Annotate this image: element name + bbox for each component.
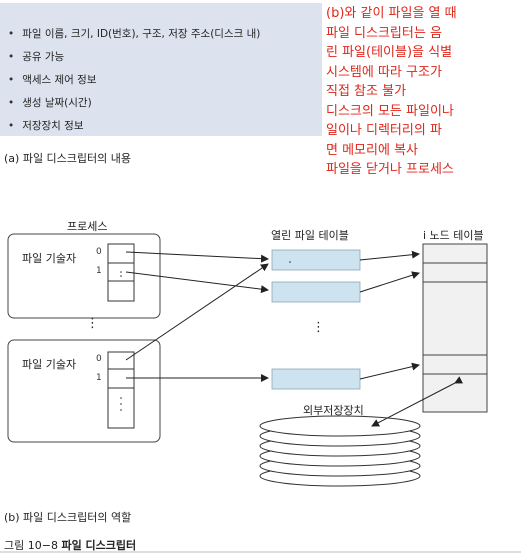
- note-line: (b)와 같이 파일을 열 때: [326, 6, 457, 21]
- list-item: 파일 이름, 크기, ID(번호), 구조, 저장 주소(디스크 내): [8, 23, 260, 46]
- ellipsis-processes: ⋮: [86, 316, 99, 331]
- list-item: 저장장치 정보: [8, 115, 260, 138]
- contents-list: 파일 이름, 크기, ID(번호), 구조, 저장 주소(디스크 내) 공유 가…: [8, 23, 260, 138]
- note-line: 파일을 닫거나 프로세스: [326, 162, 454, 177]
- open-file-table-label: 열린 파일 테이블: [271, 229, 349, 242]
- process-label: 프로세스: [67, 220, 108, 233]
- open-file-entry-3: [271, 368, 361, 390]
- caption-b: (b) 파일 디스크립터의 역할: [4, 511, 132, 524]
- process-box-1: [7, 233, 161, 319]
- arrows-descriptor-to-open-file: [125, 251, 269, 382]
- note-line: 일이나 디렉터리의 파: [326, 123, 442, 138]
- figure-title: 그림 10−8 파일 디스크립터: [4, 537, 136, 553]
- descriptor-label-2: 파일 기술자: [22, 358, 77, 371]
- row-index-0: 0: [96, 354, 102, 364]
- caption-a: (a) 파일 디스크립터의 내용: [4, 152, 132, 165]
- note-line: 파일 디스크립터는 음: [326, 25, 442, 41]
- ellipsis-open-files: ⋮: [312, 320, 325, 335]
- inode-table: [422, 243, 488, 413]
- figure-number: 그림 10−8: [4, 539, 58, 552]
- row-index-1: 1: [96, 373, 102, 383]
- row-index-0: 0: [96, 247, 102, 257]
- note-line: 시스템에 따라 구조가: [326, 64, 442, 80]
- descriptor-table-2: [107, 351, 135, 429]
- note-line: 직접 참조 불가: [326, 84, 407, 99]
- open-file-entry-1: [271, 249, 361, 271]
- row-index-1: 1: [96, 266, 102, 276]
- list-item: 공유 가능: [8, 46, 260, 69]
- list-item: 액세스 제어 정보: [8, 69, 260, 92]
- arrow-inode-disk: [371, 376, 464, 427]
- file-descriptor-contents-box: 파일 이름, 크기, ID(번호), 구조, 저장 주소(디스크 내) 공유 가…: [0, 3, 322, 136]
- external-storage-disks: [259, 415, 421, 487]
- note-line: 면 메모리에 복사: [326, 142, 418, 158]
- handwritten-notes: (b)와 같이 파일을 열 때 파일 디스크립터는 음 린 파일(테이블)을 식…: [326, 4, 521, 180]
- figure-name: 파일 디스크립터: [61, 539, 137, 552]
- open-file-entry-2: [271, 281, 361, 303]
- arrows-open-file-to-inode: [359, 250, 420, 380]
- descriptor-label-1: 파일 기술자: [22, 252, 77, 265]
- inode-table-label: i 노드 테이블: [423, 229, 484, 242]
- note-line: 린 파일(테이블)을 식별: [326, 45, 453, 60]
- note-line: 디스크의 모든 파일이나: [326, 103, 454, 119]
- external-storage-label: 외부저장장치: [303, 404, 364, 417]
- list-item: 생성 날짜(시간): [8, 92, 260, 115]
